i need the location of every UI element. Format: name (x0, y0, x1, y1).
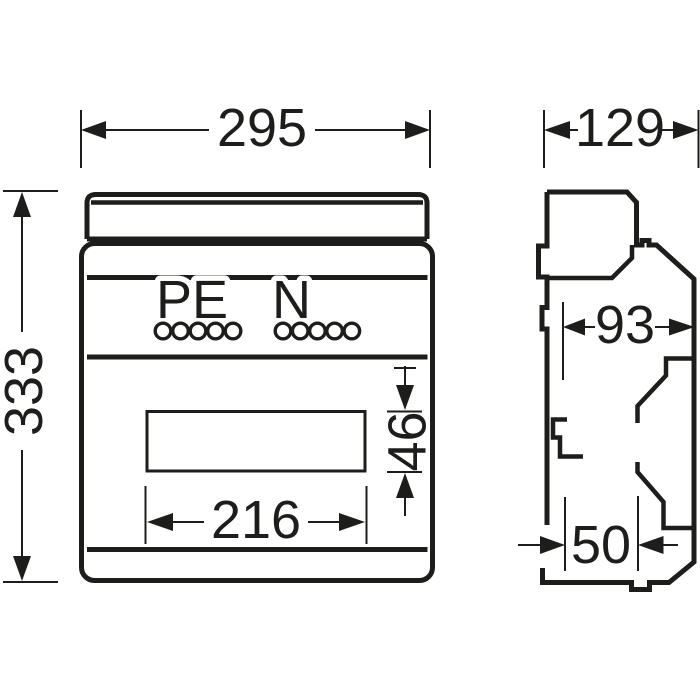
side-inner-shelf (547, 245, 635, 281)
terminal-circle (153, 321, 173, 341)
terminal-circle (290, 321, 310, 341)
side-outline (540, 189, 697, 592)
dim-50-arrow-left (540, 536, 565, 554)
dim-295-label: 295 (217, 98, 307, 158)
terminal-circle (205, 321, 225, 341)
dim-295-arrow-right (405, 121, 430, 139)
dim-333-arrow-bottom (13, 556, 31, 581)
side-inner-notch-lower (635, 462, 694, 531)
side-rear-edge (536, 192, 550, 525)
dim-46-upper-line (394, 366, 416, 386)
side-mount-clip (550, 417, 583, 459)
dim-upper-depth: 93 (562, 295, 695, 380)
dim-216-arrow-left (147, 513, 173, 531)
dim-129-arrow-left (544, 121, 570, 139)
dim-overall-depth: 129 (543, 98, 700, 168)
dim-window-width: 216 (144, 486, 368, 550)
dim-overall-height: 333 (0, 190, 58, 583)
dim-50-arrow-right (638, 536, 664, 554)
terminal-circle (273, 321, 293, 341)
terminal-circle (170, 321, 190, 341)
front-view: PE N (79, 192, 435, 583)
dim-93-label: 93 (595, 295, 655, 355)
side-inner-notch-upper (635, 356, 694, 423)
pe-terminal-circles (153, 321, 243, 341)
dim-50-label: 50 (571, 515, 631, 575)
dim-overall-width: 295 (80, 98, 431, 168)
dim-window-height: 46 (378, 366, 438, 516)
dim-lower-offset: 50 (518, 496, 678, 575)
terminal-circle (188, 321, 208, 341)
dim-129-label: 129 (575, 98, 665, 158)
terminal-circle (325, 321, 345, 341)
dim-216-label: 216 (211, 490, 301, 550)
cap-outline (84, 192, 430, 239)
dim-50-extension-lines (564, 496, 639, 571)
dim-93-arrow-right (669, 318, 695, 336)
n-label: N (272, 270, 311, 330)
pe-label: PE (156, 270, 228, 330)
dim-295-arrow-left (81, 121, 106, 139)
dim-46-arrow-up (396, 473, 414, 498)
dim-333-label: 333 (0, 346, 54, 436)
terminal-circle (223, 321, 243, 341)
dim-216-extension-lines (144, 486, 368, 544)
dim-333-extension-lines (3, 190, 58, 583)
terminal-circle (307, 321, 327, 341)
dim-129-arrow-right (673, 121, 699, 139)
dim-216-arrow-right (339, 513, 365, 531)
dim-129-extension-lines (543, 110, 700, 168)
label-window (145, 410, 367, 473)
dim-333-arrow-top (13, 192, 31, 217)
terminal-circle (342, 321, 362, 341)
side-view (536, 189, 697, 592)
dim-295-extension-lines (80, 110, 431, 168)
dim-46-label: 46 (378, 411, 438, 471)
dim-46-arrow-down (396, 385, 414, 410)
n-terminal-circles (273, 321, 362, 341)
dim-93-arrow-left (563, 318, 585, 336)
